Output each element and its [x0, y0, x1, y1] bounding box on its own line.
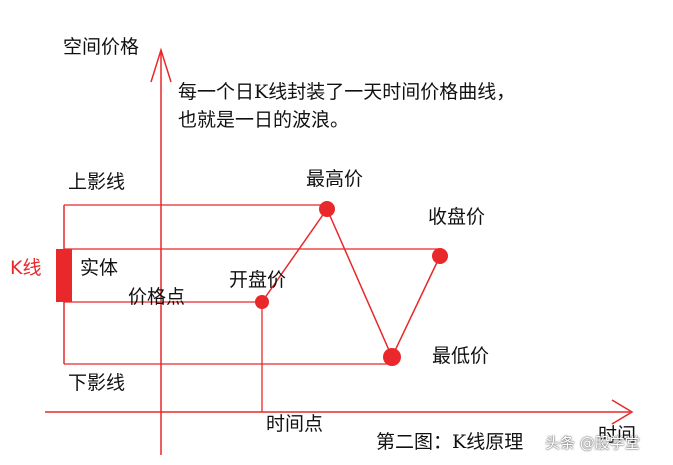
- price-point-label: 价格点: [128, 286, 186, 308]
- low-point: [383, 348, 401, 366]
- y-axis-arrow: [150, 47, 172, 83]
- upper-shadow-label: 上影线: [68, 171, 126, 193]
- figure-caption: 第二图：K线原理: [376, 431, 524, 453]
- watermark: 头条 @股学堂: [545, 434, 640, 452]
- x-axis-arrow: [611, 399, 634, 425]
- time-point-label: 时间点: [266, 413, 324, 435]
- price-path: [261, 207, 441, 359]
- high-point: [319, 201, 335, 217]
- caption-line-1: 每一个日K线封装了一天时间价格曲线，: [178, 81, 516, 103]
- candle-body: [56, 249, 72, 302]
- y-axis-label: 空间价格: [63, 36, 140, 58]
- open-label: 开盘价: [229, 269, 287, 291]
- open-point: [255, 295, 269, 309]
- lower-shadow-label: 下影线: [68, 372, 126, 394]
- close-point: [432, 248, 448, 264]
- close-label: 收盘价: [428, 206, 486, 228]
- x-axis-label: 时间: [598, 424, 637, 446]
- caption-line-2: 也就是一日的波浪。: [178, 109, 350, 131]
- low-label: 最低价: [432, 345, 490, 367]
- k-line-label: K线: [10, 257, 42, 279]
- high-label: 最高价: [306, 168, 364, 190]
- body-label: 实体: [80, 257, 119, 279]
